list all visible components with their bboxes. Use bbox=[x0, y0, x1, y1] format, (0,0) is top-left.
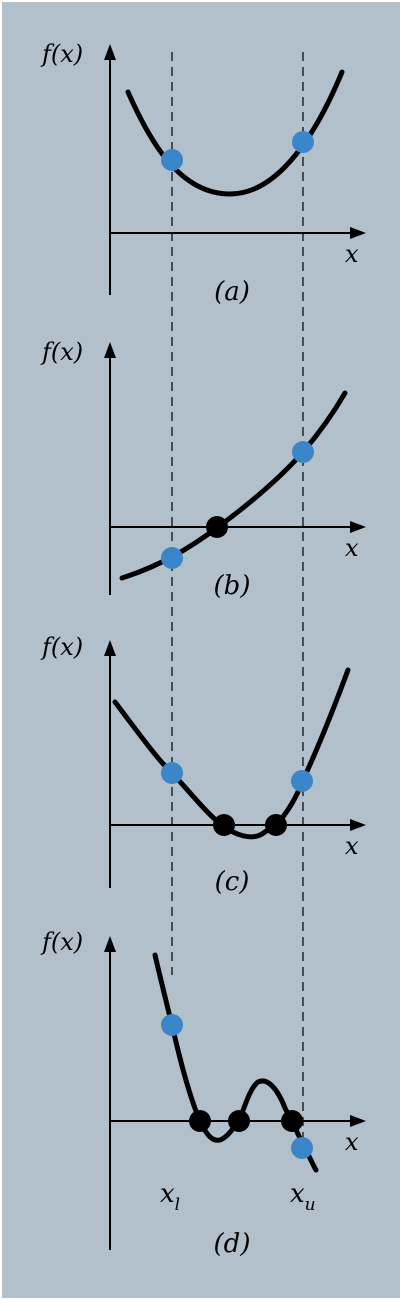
root-point bbox=[189, 1110, 211, 1132]
panel-caption: (d) bbox=[214, 1229, 251, 1259]
root-point bbox=[228, 1110, 250, 1132]
function-curve bbox=[125, 69, 345, 197]
lower-bound-point bbox=[161, 547, 183, 569]
x-axis-arrow bbox=[350, 521, 366, 533]
panel-caption: (a) bbox=[214, 277, 250, 307]
panel-b: f(x) x (b) bbox=[40, 338, 366, 601]
root-point bbox=[213, 814, 235, 836]
function-curve bbox=[152, 952, 319, 1173]
x-axis-label: x bbox=[345, 1128, 359, 1156]
upper-bound-label: xu bbox=[290, 1179, 316, 1215]
lower-bound-label: xl bbox=[160, 1179, 180, 1215]
y-axis-arrow bbox=[104, 342, 116, 358]
panel-c: f(x) x (c) bbox=[40, 633, 366, 897]
panel-d: f(x) x xl xu (d) bbox=[40, 928, 366, 1259]
root-point bbox=[265, 814, 287, 836]
panel-a: f(x) x (a) bbox=[40, 40, 366, 307]
function-curve bbox=[112, 667, 351, 840]
upper-bound-point bbox=[292, 131, 314, 153]
lower-bound-point bbox=[161, 149, 183, 171]
y-axis-arrow bbox=[104, 936, 116, 952]
root-point bbox=[281, 1110, 303, 1132]
x-axis-label: x bbox=[345, 832, 359, 860]
x-axis-arrow bbox=[350, 227, 366, 239]
upper-bound-point bbox=[291, 1137, 313, 1159]
lower-bound-point bbox=[161, 1014, 183, 1036]
lower-bound-point bbox=[161, 762, 183, 784]
y-axis-arrow bbox=[104, 640, 116, 656]
y-axis-label: f(x) bbox=[40, 633, 83, 661]
function-curve bbox=[119, 390, 348, 581]
upper-bound-point bbox=[291, 770, 313, 792]
x-axis-label: x bbox=[345, 240, 359, 268]
panel-caption: (b) bbox=[214, 571, 251, 601]
x-axis-arrow bbox=[350, 819, 366, 831]
y-axis-label: f(x) bbox=[40, 40, 83, 68]
x-axis-label: x bbox=[345, 534, 359, 562]
y-axis-label: f(x) bbox=[40, 338, 83, 366]
root-point bbox=[206, 516, 228, 538]
panel-caption: (c) bbox=[215, 867, 250, 897]
x-axis-arrow bbox=[350, 1115, 366, 1127]
upper-bound-point bbox=[292, 441, 314, 463]
y-axis-arrow bbox=[104, 44, 116, 60]
y-axis-label: f(x) bbox=[40, 928, 83, 956]
